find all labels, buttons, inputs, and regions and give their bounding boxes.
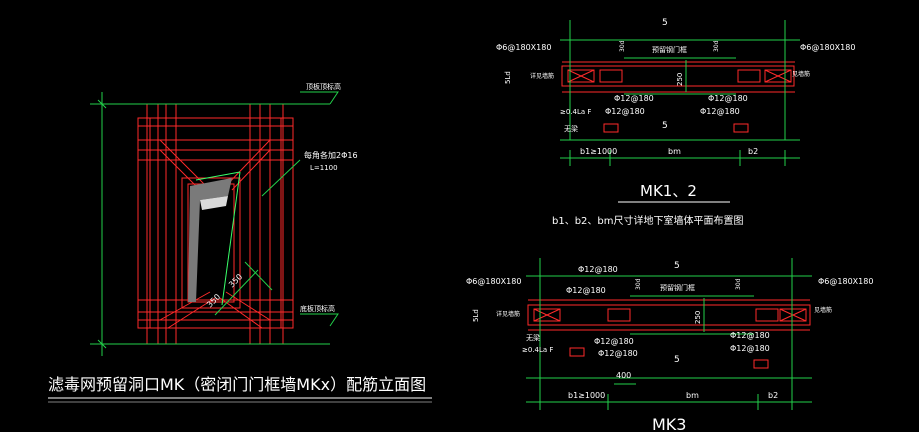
mk3-right-end (779, 308, 807, 322)
mk3-lap: ≥0.4La F (522, 346, 553, 354)
mk3-bar-l3: Φ12@180 (598, 349, 638, 358)
level-marker-top (300, 91, 339, 105)
diag-bar (167, 297, 216, 329)
mk3-left-wall-tag: 详见墙筋 (496, 310, 520, 318)
mk12-subtitle: b1、b2、bm尺寸详地下室墙体平面布置图 (552, 214, 744, 227)
tick (97, 99, 107, 109)
diag-bar (159, 149, 201, 191)
mk3-dim-400: 400 (616, 371, 631, 380)
mk3-right-tag: 见墙筋 (814, 306, 832, 314)
mk12-right-end (764, 69, 792, 83)
mk12-lap: ≥0.4La F (560, 108, 591, 116)
mk3-num-bottom: 5 (674, 355, 680, 365)
mk3-side-dim: 250 (694, 311, 702, 324)
mk3-bar-top: Φ12@180 (578, 265, 618, 274)
mk12-bar-r: Φ12@180 (708, 94, 748, 103)
mk12-frame-r (737, 69, 761, 83)
cross (779, 308, 807, 322)
mk3-tag-r (753, 359, 769, 369)
mk12-small-b: 30d (713, 40, 720, 52)
mk12-tag-l (603, 123, 619, 133)
mk12-section: 5 5 Φ6@180X180 Φ6@180X180 预留钢门框 5Ld 250 … (496, 18, 855, 227)
mk12-left-end (567, 69, 595, 83)
mk12-side-left: 5Ld (504, 71, 512, 84)
opening-highlight (200, 196, 228, 210)
mk3-bar-l1: Φ12@180 (566, 286, 606, 295)
mk12-num-top: 5 (662, 18, 668, 28)
mk3-rebar-right: Φ6@180X180 (818, 277, 873, 286)
diag-bar (159, 291, 211, 321)
mk12-bar-l2: Φ12@180 (605, 107, 645, 116)
dim-350-line (244, 261, 273, 291)
mk3-dim-bm: bm (686, 391, 699, 400)
mk3-frame-r (755, 308, 779, 322)
diag-bar-label: 每角各加2Φ16 (304, 150, 358, 160)
mk12-tag-r (733, 123, 749, 133)
elevation-view (137, 103, 294, 345)
diag-highlight (221, 171, 241, 306)
diag-highlight (195, 171, 241, 181)
mk12-side-dim: 250 (676, 73, 684, 86)
mk3-rebar-left: Φ6@180X180 (466, 277, 521, 286)
elevation-title: 滤毒网预留洞口MK（密闭门门框墙MKx）配筋立面图 (48, 375, 426, 394)
mk3-section: 5 5 Φ6@180X180 Φ6@180X180 预留钢门框 5Ld 250 … (466, 258, 873, 432)
level-marker-bottom (300, 313, 339, 327)
mk3-tag-l (569, 347, 585, 357)
mk3-beam-label: 预留钢门框 (660, 283, 695, 292)
mk12-wall-band (561, 65, 795, 87)
mk3-wall-band (527, 304, 811, 326)
dim-350-line (214, 269, 259, 316)
mk12-right-tag: 见墙筋 (792, 70, 810, 78)
mk3-small-b: 30d (735, 278, 742, 290)
mk12-dim-b2: b2 (748, 147, 758, 156)
cross (764, 69, 792, 83)
mk3-bar-l2: Φ12@180 (594, 337, 634, 346)
mk3-small-a: 30d (635, 278, 642, 290)
mk12-dim-bm: bm (668, 147, 681, 156)
diag-bar-length: L=1100 (310, 164, 338, 172)
mk3-left-end (533, 308, 561, 322)
mk12-small-a: 30d (619, 40, 626, 52)
elevation-dims (90, 91, 339, 356)
mk3-bar-r2: Φ12@180 (730, 344, 770, 353)
top-level-label: 顶板顶标高 (306, 82, 341, 91)
mk3-num-top: 5 (674, 261, 680, 271)
diag-bar (159, 139, 211, 191)
tick (97, 339, 107, 349)
mk12-num-bottom: 5 (662, 121, 668, 131)
opening-void (188, 178, 232, 302)
mk12-beam-label: 预留钢门框 (652, 45, 687, 54)
mk12-bar-l: Φ12@180 (614, 94, 654, 103)
mk3-side-left: 5Ld (472, 309, 480, 322)
cross (567, 69, 595, 83)
mk12-left-tag: 无梁 (564, 124, 578, 133)
diag-bar (225, 291, 271, 321)
mk12-rebar-left: Φ6@180X180 (496, 43, 551, 52)
mk3-title: MK3 (652, 415, 686, 432)
mk3-bar-r1: Φ12@180 (730, 331, 770, 340)
mk3-frame-l (607, 308, 631, 322)
mk12-bar-r2: Φ12@180 (700, 107, 740, 116)
mk3-dim-b2: b2 (768, 391, 778, 400)
mk12-left-wall-tag: 详见墙筋 (530, 72, 554, 80)
opening-frame (181, 177, 241, 309)
mk12-dim-b1: b1≥1000 (580, 147, 617, 156)
mk12-title: MK1、2 (640, 182, 697, 200)
cross (533, 308, 561, 322)
mk3-left-tag: 无梁 (526, 333, 540, 342)
bottom-level-label: 底板顶标高 (300, 304, 335, 313)
leader-diag-bar (261, 159, 301, 197)
mk3-dim-b1: b1≥1000 (568, 391, 605, 400)
mk12-rebar-right: Φ6@180X180 (800, 43, 855, 52)
mk12-frame-l (599, 69, 623, 83)
